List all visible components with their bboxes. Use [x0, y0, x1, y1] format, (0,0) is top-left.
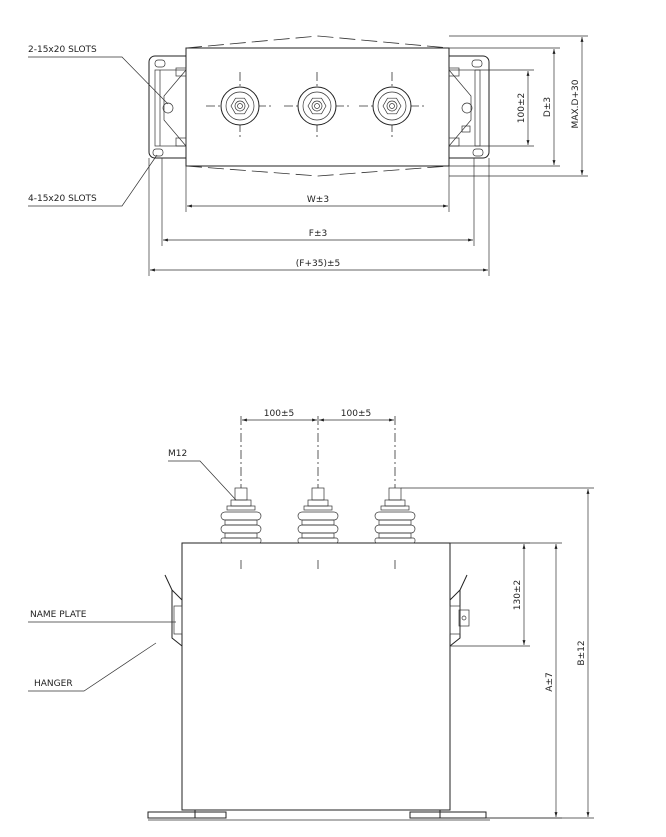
right-hanger — [449, 574, 470, 647]
terminal-top-1 — [206, 72, 272, 140]
dim-f35: (F+35)±5 — [148, 158, 490, 276]
dim-pitch-left: 100±5 — [242, 409, 317, 422]
terminal-side-1 — [220, 416, 262, 544]
slot-top-left — [154, 59, 166, 68]
leader-slots-top — [28, 56, 169, 105]
label-dim-w: W±3 — [307, 195, 329, 205]
dim-130: 130±2 — [450, 542, 530, 647]
dim-maxd: MAX.D+30 — [449, 35, 588, 177]
leader-m12 — [168, 460, 237, 501]
left-hanger-plate — [173, 605, 183, 635]
slot-bottom-left — [152, 148, 164, 157]
label-pitch-left: 100±5 — [264, 409, 294, 419]
dim-b: B±12 — [401, 487, 594, 819]
leader-hanger — [28, 642, 157, 692]
label-dim-a: A±7 — [545, 672, 555, 691]
label-dim-maxd: MAX.D+30 — [571, 79, 581, 128]
terminal-side-2 — [297, 416, 339, 544]
leader-slots-bottom — [28, 154, 158, 207]
label-pitch-right: 100±5 — [341, 409, 371, 419]
left-hanger — [164, 574, 183, 647]
terminal-side-3 — [374, 416, 416, 544]
label-slots-top: 2-15x20 SLOTS — [28, 45, 97, 55]
label-dim-130: 130±2 — [513, 580, 523, 610]
bulge-outline-bottom — [185, 165, 450, 177]
dim-a: A±7 — [450, 542, 562, 819]
right-foot — [409, 810, 487, 819]
right-bracket — [448, 59, 484, 157]
label-slots-bottom: 4-15x20 SLOTS — [28, 194, 97, 204]
name-plate-tab — [458, 609, 470, 627]
label-m12: M12 — [168, 449, 187, 459]
capacitor-body-side — [181, 542, 451, 811]
dim-w: W±3 — [185, 166, 450, 212]
slot-top-right — [471, 59, 483, 68]
top-view: 2-15x20 SLOTS 4-15x20 SLOTS W±3 F±3 (F+3… — [28, 35, 588, 276]
dim-f: F±3 — [161, 158, 475, 246]
terminal-top-2 — [284, 72, 350, 140]
dim-100: 100±2 — [475, 69, 534, 147]
label-dim-d: D±3 — [543, 97, 553, 117]
dim-d: D±3 — [449, 47, 560, 167]
slot-bottom-right — [472, 148, 484, 157]
label-dim-100: 100±2 — [517, 93, 527, 123]
label-dim-f: F±3 — [309, 229, 327, 239]
label-dim-f35: (F+35)±5 — [296, 259, 340, 269]
left-bracket — [152, 59, 187, 157]
dim-pitch-right: 100±5 — [319, 409, 394, 422]
side-view: 100±5 100±5 M12 NAME PLATE HANGER 130±2 … — [28, 409, 594, 821]
left-foot — [147, 810, 227, 819]
label-name-plate: NAME PLATE — [30, 610, 87, 620]
terminal-top-3 — [359, 72, 425, 140]
bulge-outline-top — [185, 35, 450, 49]
label-dim-b: B±12 — [577, 640, 587, 665]
label-hanger: HANGER — [34, 679, 73, 689]
